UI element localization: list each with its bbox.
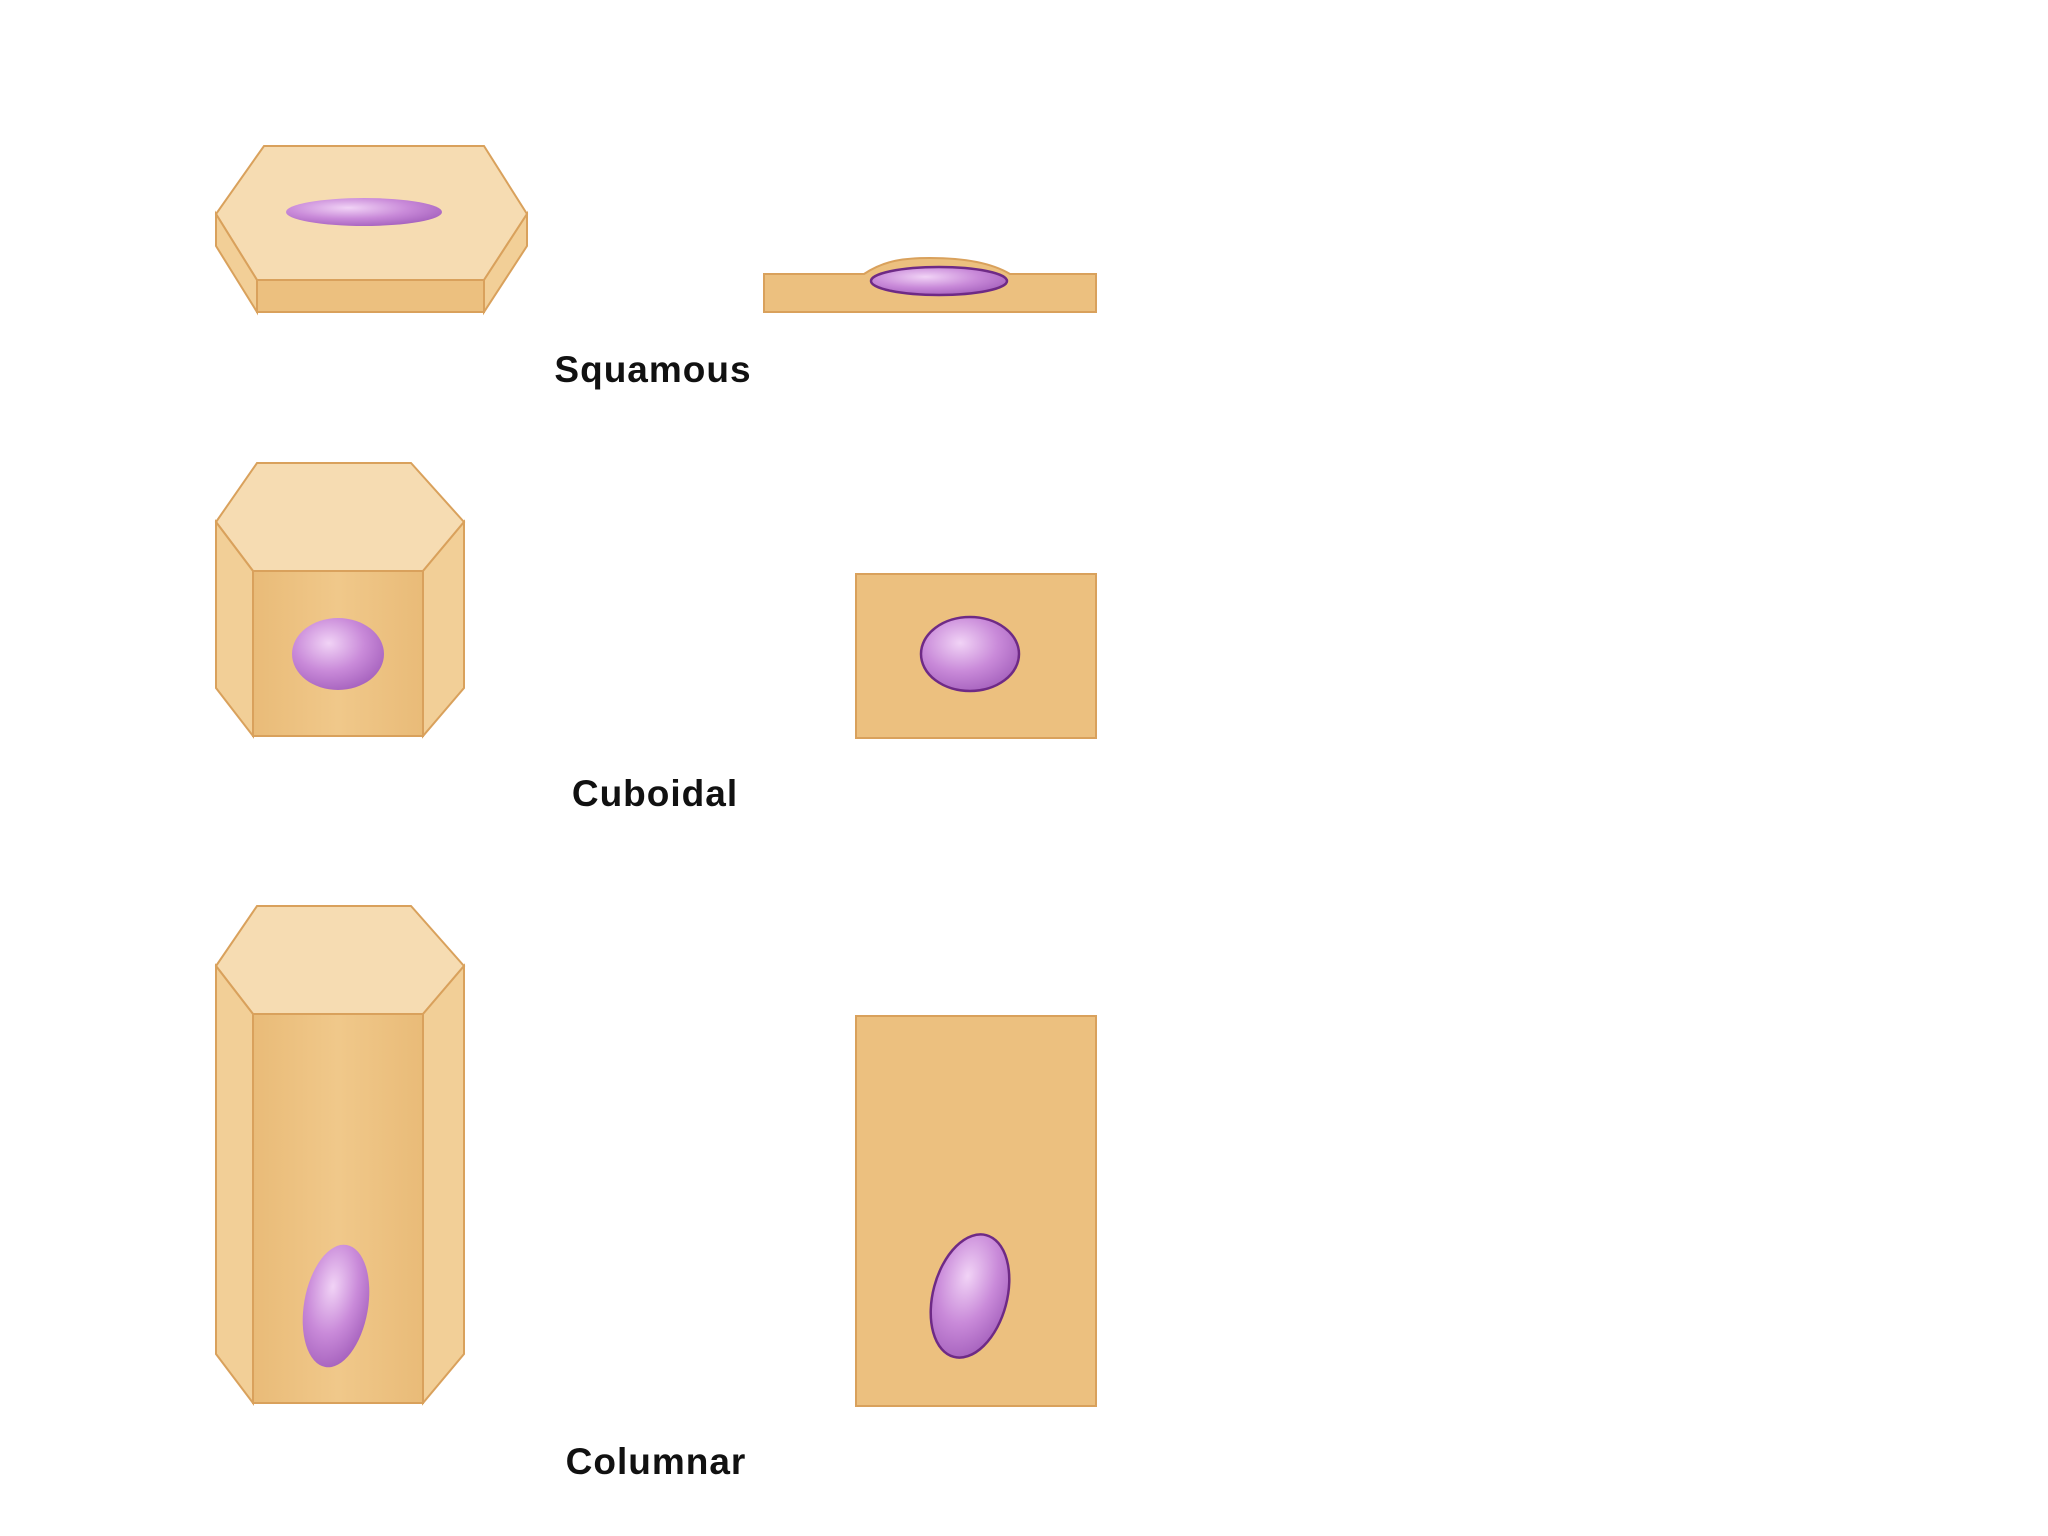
- squamous-3d-nucleus: [286, 198, 442, 226]
- squamous-section-nucleus: [871, 267, 1007, 295]
- cuboidal-section-cell: [856, 574, 1096, 738]
- columnar-3d-top-face: [216, 906, 464, 1014]
- squamous-3d-cell: [216, 146, 527, 312]
- squamous-3d-front-face: [257, 280, 484, 312]
- columnar-section-cell: [856, 1016, 1096, 1406]
- label-cuboidal: Cuboidal: [572, 773, 738, 814]
- label-columnar: Columnar: [566, 1441, 747, 1482]
- squamous-section-cell: [764, 258, 1096, 312]
- columnar-3d-right-face: [423, 966, 464, 1403]
- cuboidal-3d-nucleus: [292, 618, 384, 690]
- label-squamous: Squamous: [554, 349, 751, 390]
- cuboidal-3d-cell: [216, 463, 464, 736]
- columnar-3d-left-face: [216, 966, 253, 1403]
- cuboidal-3d-top-face: [216, 463, 464, 571]
- columnar-3d-cell: [216, 906, 464, 1403]
- cuboidal-section-nucleus: [921, 617, 1019, 691]
